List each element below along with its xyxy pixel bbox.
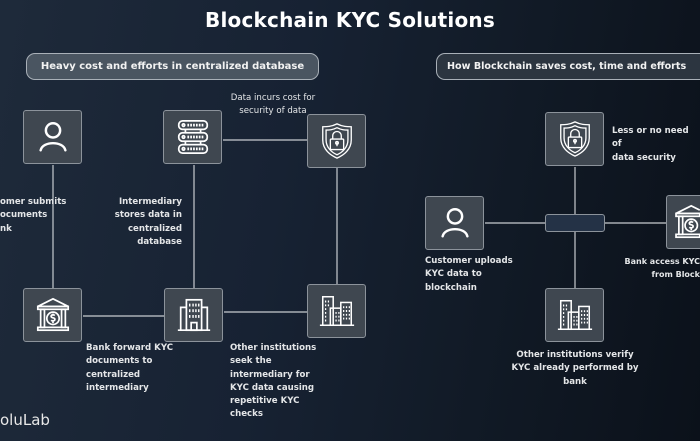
bank-icon bbox=[675, 204, 700, 239]
caption-line: database bbox=[137, 236, 182, 247]
left-customer-caption: omer submits ocuments nk bbox=[0, 196, 66, 236]
user-icon bbox=[440, 207, 469, 238]
caption-line: ocuments bbox=[0, 210, 48, 221]
caption-line: repetitive KYC bbox=[230, 396, 300, 407]
left-section-heading: Heavy cost and efforts in centralized da… bbox=[26, 53, 319, 80]
right-security-caption: Less or no need of data security bbox=[612, 125, 700, 165]
caption-line: Other institutions bbox=[230, 343, 317, 353]
caption-line: Other institutions verify bbox=[516, 350, 634, 360]
left-bank-node bbox=[23, 288, 82, 342]
caption-line: intermediary bbox=[86, 382, 149, 393]
caption-line: Bank forward KYC bbox=[86, 343, 174, 353]
caption-line: documents to bbox=[86, 356, 153, 367]
right-bank-node bbox=[666, 195, 700, 249]
caption-line: data security bbox=[612, 152, 676, 163]
caption-line: checks bbox=[230, 409, 263, 420]
blockchain-hub bbox=[545, 214, 605, 232]
left-database-caption: Intermediary stores data in centralized … bbox=[112, 196, 182, 249]
shield-lock-icon bbox=[321, 123, 352, 159]
right-customer-caption: Customer uploads KYC data to blockchain bbox=[425, 255, 513, 295]
caption-line: blockchain bbox=[425, 282, 477, 293]
caption-line: omer submits bbox=[0, 197, 67, 207]
city-buildings-icon bbox=[557, 299, 592, 331]
caption-line: stores data in bbox=[114, 210, 182, 221]
left-customer-node bbox=[23, 110, 82, 164]
caption-line: Bank access KYC bbox=[624, 257, 700, 266]
caption-line: centralized bbox=[127, 223, 182, 234]
caption-line: Less or no need of bbox=[612, 126, 689, 150]
right-customer-node bbox=[425, 196, 484, 250]
city-buildings-icon bbox=[319, 295, 354, 327]
right-bank-caption: Bank access KYC from Block bbox=[612, 255, 700, 282]
bank-icon bbox=[36, 297, 69, 332]
caption-line: Intermediary bbox=[118, 197, 182, 207]
user-icon bbox=[38, 121, 67, 152]
left-intermediary-node bbox=[164, 288, 223, 342]
caption-line: seek the bbox=[230, 356, 272, 367]
caption-line: centralized bbox=[86, 369, 141, 380]
caption-line: Customer uploads bbox=[425, 256, 513, 266]
caption-line: Data incurs cost for bbox=[230, 93, 316, 103]
left-institutions-node bbox=[307, 284, 366, 338]
left-security-node bbox=[307, 114, 366, 168]
caption-line: nk bbox=[0, 223, 12, 234]
caption-line: KYC data causing bbox=[230, 382, 315, 393]
left-security-caption: Data incurs cost for security of data bbox=[218, 92, 328, 119]
caption-line: security of data bbox=[239, 106, 307, 117]
right-security-node bbox=[545, 112, 604, 166]
caption-line: from Block bbox=[651, 270, 700, 280]
page-title: Blockchain KYC Solutions bbox=[205, 8, 495, 32]
left-database-node bbox=[163, 110, 222, 164]
caption-line: intermediary for bbox=[230, 369, 310, 380]
server-icon bbox=[177, 119, 208, 155]
caption-line: KYC data to bbox=[425, 269, 482, 280]
caption-line: KYC already performed by bbox=[511, 363, 639, 374]
office-building-icon bbox=[177, 298, 210, 332]
left-bank-caption: Bank forward KYC documents to centralize… bbox=[86, 342, 173, 395]
right-institutions-caption: Other institutions verify KYC already pe… bbox=[505, 349, 645, 389]
shield-lock-icon bbox=[559, 121, 590, 157]
caption-line: bank bbox=[563, 376, 587, 387]
right-section-heading: How Blockchain saves cost, time and effo… bbox=[436, 53, 700, 80]
left-institutions-caption: Other institutions seek the intermediary… bbox=[230, 342, 316, 422]
brand-watermark: oluLab bbox=[0, 411, 50, 429]
right-institutions-node bbox=[545, 288, 604, 342]
